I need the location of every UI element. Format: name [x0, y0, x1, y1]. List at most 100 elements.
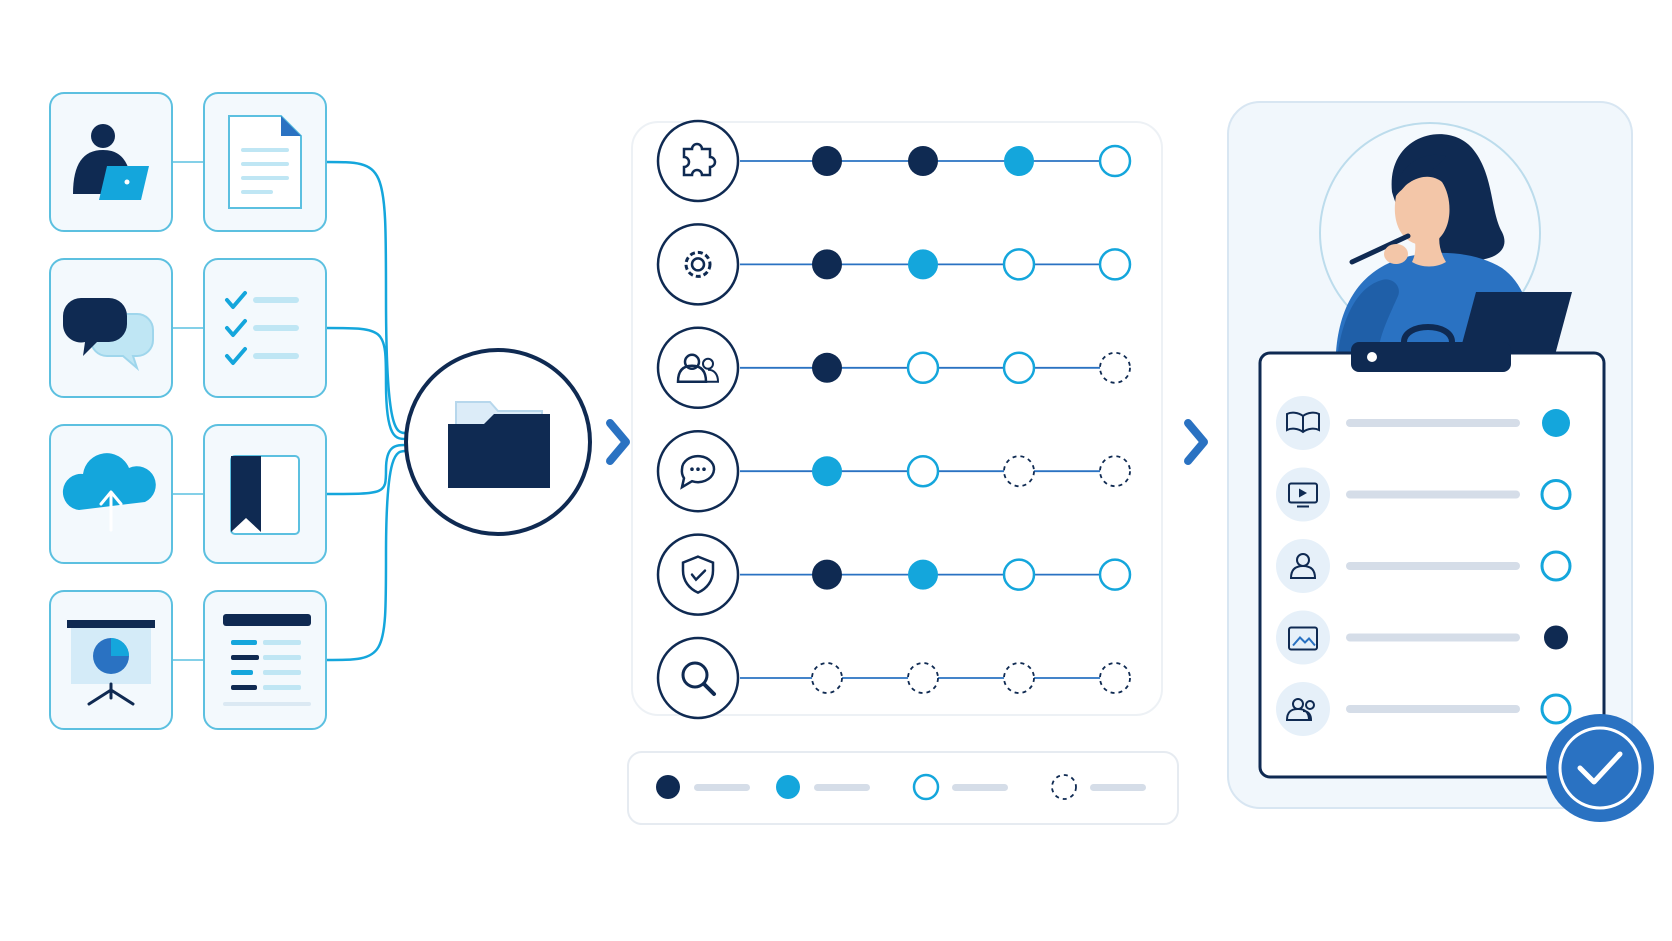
status-dot-filled — [812, 352, 842, 383]
source-cards — [49, 92, 327, 730]
folder-icon — [448, 401, 550, 488]
clipboard-item — [1276, 467, 1572, 522]
picture-book-icon — [1288, 626, 1318, 651]
source-connector — [325, 326, 407, 441]
status-dot-dashed — [1003, 662, 1035, 694]
source-card — [49, 424, 173, 564]
legend-bar — [814, 784, 870, 791]
progress-row — [656, 223, 1132, 306]
legend — [656, 773, 1146, 801]
status-dot-open — [1098, 248, 1132, 281]
status-dot-active — [812, 456, 842, 487]
folder-hub — [404, 348, 592, 536]
legend-bar — [1090, 784, 1146, 791]
progress-row — [656, 326, 1131, 410]
gear-icon — [684, 250, 712, 278]
status-dot-dashed — [907, 662, 939, 694]
shield-check-icon — [681, 555, 715, 594]
progress-row — [656, 533, 1132, 616]
item-line — [1346, 633, 1520, 642]
status-dot-open — [1002, 351, 1036, 385]
progress-panel — [631, 121, 1163, 716]
status-dot-dashed — [1051, 774, 1077, 800]
source-card — [203, 92, 327, 232]
status-dot-dashed — [1003, 455, 1035, 488]
clipboard-item — [1276, 539, 1572, 593]
row-icon-frame — [656, 223, 740, 306]
user-icon — [1289, 553, 1317, 579]
status-dot-filled — [812, 146, 842, 176]
source-connector — [325, 449, 407, 662]
item-line — [1346, 419, 1520, 427]
status-dot-dashed — [1099, 662, 1131, 694]
item-status-filled — [1544, 625, 1568, 650]
status-dot-filled — [656, 775, 680, 799]
source-card — [203, 424, 327, 564]
status-dot-active — [1004, 146, 1034, 176]
legend-bar — [952, 784, 1008, 791]
group-icon — [1285, 698, 1315, 721]
source-card — [49, 590, 173, 730]
status-dot-open — [912, 773, 940, 801]
puzzle-icon — [682, 142, 717, 177]
status-dot-open — [1098, 558, 1132, 591]
reviewer-person-illustration — [1319, 122, 1572, 366]
progress-row — [656, 636, 1131, 720]
users-icon — [676, 353, 720, 384]
clipboard-item — [1276, 610, 1568, 665]
status-dot-open — [1002, 248, 1036, 281]
progress-rows — [656, 119, 1132, 720]
status-dot-active — [776, 775, 800, 799]
source-connector — [325, 443, 407, 496]
progress-row — [656, 429, 1131, 513]
source-card — [49, 258, 173, 398]
chat-bubbles-icon — [62, 298, 154, 372]
speech-bubble-icon — [680, 454, 716, 490]
magnifier-icon — [681, 661, 716, 696]
chevron-right-icon — [606, 419, 630, 465]
row-icon-frame — [656, 119, 740, 203]
clipboard-item — [1276, 396, 1570, 450]
document-icon — [228, 115, 302, 209]
checklist-icon — [225, 291, 299, 365]
status-dot-active — [908, 559, 938, 590]
check-badge-icon — [1546, 714, 1654, 822]
source-connectors — [172, 160, 407, 662]
source-card — [203, 258, 327, 398]
text-list-icon — [223, 614, 311, 706]
status-dot-active — [908, 249, 938, 280]
bookmark-icon — [230, 455, 300, 535]
source-card — [49, 92, 173, 232]
clipboard-item — [1276, 682, 1572, 736]
item-status-active — [1542, 409, 1570, 437]
status-dot-filled — [812, 559, 842, 590]
person-laptop-icon — [73, 124, 149, 200]
status-dot-open — [906, 351, 940, 385]
legend-bar — [694, 784, 750, 791]
item-line — [1346, 562, 1520, 570]
status-dot-dashed — [811, 662, 843, 694]
legend-item — [912, 773, 1008, 801]
source-card — [203, 590, 327, 730]
legend-item — [776, 775, 870, 799]
cloud-upload-icon — [62, 453, 156, 532]
book-icon — [1286, 411, 1320, 434]
progress-row — [656, 119, 1132, 203]
video-icon — [1288, 482, 1318, 508]
source-connector — [325, 160, 407, 435]
row-icon-frame — [656, 533, 740, 616]
legend-box — [627, 751, 1179, 825]
item-status-open — [1540, 550, 1572, 582]
status-dot-open — [906, 454, 940, 488]
chevron-right-icon — [1184, 419, 1208, 465]
status-dot-dashed — [1099, 351, 1131, 384]
item-status-open — [1540, 693, 1572, 725]
legend-item — [1051, 774, 1146, 800]
item-icon-bg — [1276, 610, 1330, 665]
status-dot-open — [1098, 144, 1132, 178]
status-dot-dashed — [1099, 455, 1131, 488]
row-icon-frame — [656, 636, 740, 720]
status-dot-filled — [908, 146, 938, 176]
status-dot-open — [1002, 558, 1036, 591]
